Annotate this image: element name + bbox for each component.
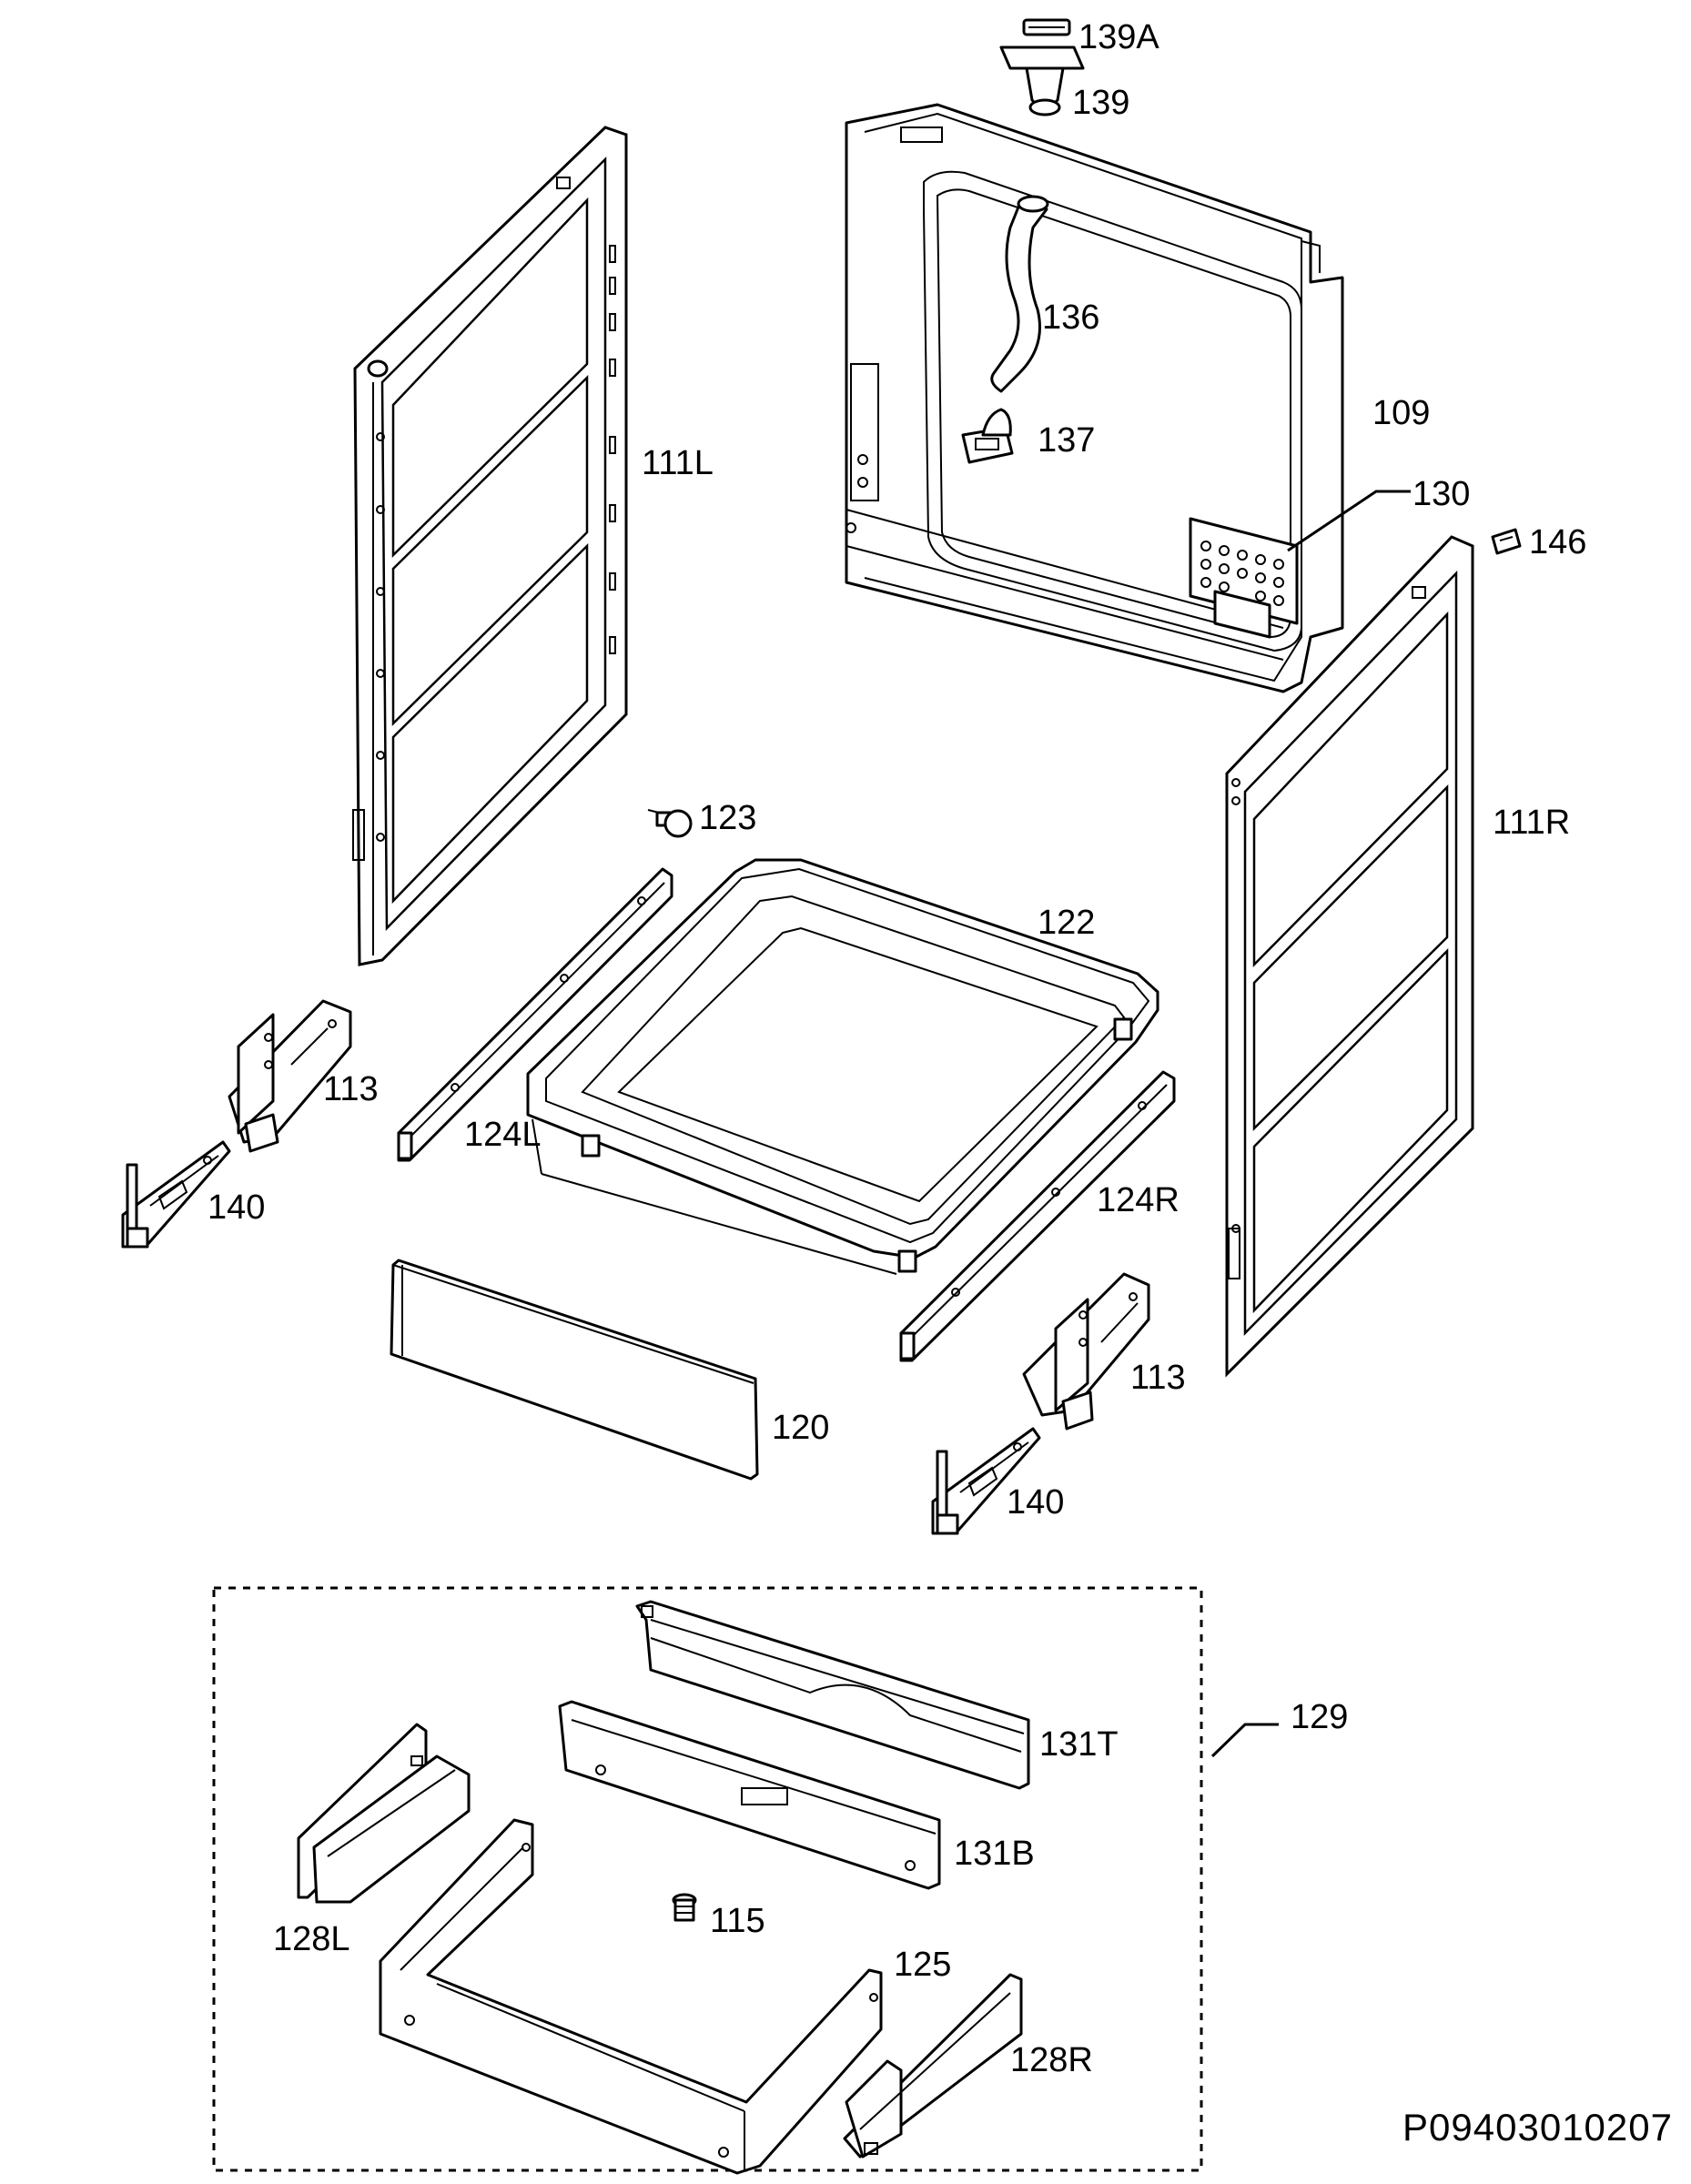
label-113-left: 113 xyxy=(323,1070,379,1108)
part-137-vent-plate xyxy=(961,408,1014,464)
label-140-right: 140 xyxy=(1007,1483,1065,1522)
part-124r-right-runner xyxy=(899,1070,1176,1362)
part-124l-left-runner xyxy=(397,867,673,1162)
label-130: 130 xyxy=(1413,475,1471,513)
label-124r: 124R xyxy=(1097,1181,1180,1219)
label-140-left: 140 xyxy=(208,1188,266,1227)
label-139: 139 xyxy=(1072,84,1130,122)
label-115: 115 xyxy=(710,1902,765,1940)
label-120: 120 xyxy=(772,1409,830,1447)
part-125-base-frame xyxy=(379,1818,883,2175)
label-136: 136 xyxy=(1042,298,1100,337)
part-146-clip xyxy=(1491,528,1522,555)
part-120-drawer-front xyxy=(390,1259,759,1481)
label-131b: 131B xyxy=(954,1835,1035,1873)
part-131b-bottom-rail xyxy=(558,1700,941,1890)
label-122: 122 xyxy=(1038,904,1096,942)
label-128r: 128R xyxy=(1010,2041,1093,2079)
label-131t: 131T xyxy=(1039,1725,1119,1764)
label-139a: 139A xyxy=(1078,18,1159,56)
label-128l: 128L xyxy=(273,1920,350,1958)
part-136-hose xyxy=(990,195,1049,393)
label-124l: 124L xyxy=(464,1116,542,1154)
lead-129 xyxy=(1210,1723,1279,1758)
part-113-bracket-right xyxy=(1022,1272,1150,1431)
part-115-screw xyxy=(672,1893,697,1922)
label-129: 129 xyxy=(1291,1698,1349,1736)
part-128l-left-base-rail xyxy=(297,1723,471,1904)
document-id: P09403010207 xyxy=(1402,2106,1673,2149)
lead-130 xyxy=(1287,490,1411,552)
part-128r-right-base-rail xyxy=(843,1973,1023,2159)
part-140-hinge-left xyxy=(121,1140,231,1249)
part-130-perforated-plate xyxy=(1189,517,1299,639)
label-137: 137 xyxy=(1038,421,1096,460)
part-139-vent-outlet xyxy=(999,46,1085,116)
part-122-drawer-tray xyxy=(526,858,1159,1275)
part-123-knob xyxy=(647,809,693,838)
label-146: 146 xyxy=(1529,523,1587,561)
label-111l: 111L xyxy=(642,444,714,482)
part-111l-left-side-panel xyxy=(352,126,628,966)
part-131t-top-rail xyxy=(635,1600,1030,1790)
part-140-hinge-right xyxy=(931,1427,1041,1535)
part-139a-clip xyxy=(1022,18,1071,36)
label-125: 125 xyxy=(894,1946,952,1984)
label-111r: 111R xyxy=(1493,804,1571,842)
label-109: 109 xyxy=(1372,394,1431,432)
label-113-right: 113 xyxy=(1130,1359,1186,1397)
part-111r-right-side-panel xyxy=(1225,535,1474,1378)
label-123: 123 xyxy=(699,799,757,837)
part-113-bracket-left xyxy=(228,999,352,1153)
